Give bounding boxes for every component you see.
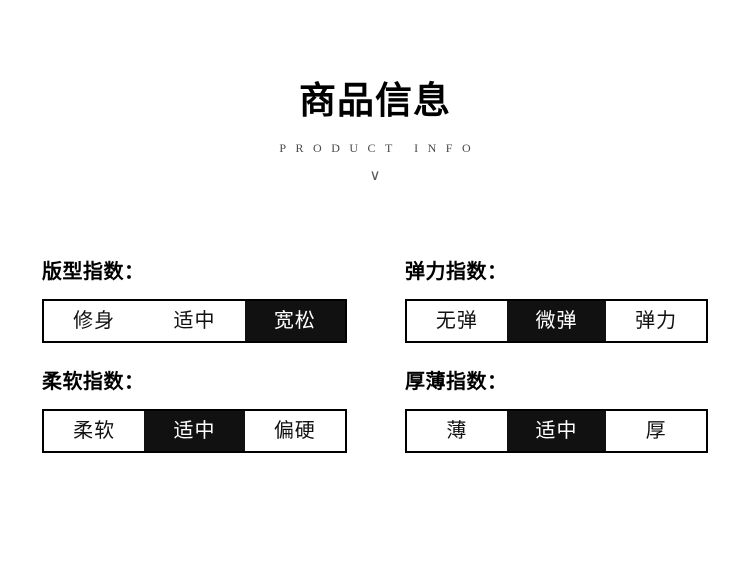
- spec-option-thickness-1[interactable]: 适中: [506, 411, 607, 451]
- spec-label-softness: 柔软指数：: [42, 371, 145, 393]
- spec-option-softness-0[interactable]: 柔软: [44, 411, 145, 451]
- spec-option-thickness-0[interactable]: 薄: [407, 411, 507, 451]
- spec-option-fit-0[interactable]: 修身: [44, 301, 145, 341]
- page-header: 商品信息 PRODUCT INFO ∨: [0, 78, 750, 184]
- spec-block-softness: 柔软指数： 柔软 适中 偏硬: [42, 368, 347, 453]
- chevron-down-icon: ∨: [369, 167, 381, 184]
- spec-scale-elasticity: 无弹 微弹 弹力: [405, 299, 708, 343]
- spec-option-elasticity-0[interactable]: 无弹: [407, 301, 507, 341]
- spec-row: 柔软指数： 柔软 适中 偏硬 厚薄指数： 薄 适中 厚: [42, 368, 708, 453]
- spec-option-thickness-2[interactable]: 厚: [606, 411, 707, 451]
- spec-label-thickness: 厚薄指数：: [405, 371, 508, 393]
- spec-scale-fit: 修身 适中 宽松: [42, 299, 347, 343]
- spec-option-softness-2[interactable]: 偏硬: [244, 411, 345, 451]
- spec-row: 版型指数： 修身 适中 宽松 弹力指数： 无弹 微弹 弹力: [42, 258, 708, 343]
- spec-scale-thickness: 薄 适中 厚: [405, 409, 708, 453]
- spec-option-softness-1[interactable]: 适中: [144, 411, 245, 451]
- spec-block-elasticity: 弹力指数： 无弹 微弹 弹力: [405, 258, 708, 343]
- spec-block-fit: 版型指数： 修身 适中 宽松: [42, 258, 347, 343]
- spec-label-fit: 版型指数：: [42, 261, 145, 283]
- spec-option-elasticity-2[interactable]: 弹力: [606, 301, 707, 341]
- spec-option-fit-1[interactable]: 适中: [144, 301, 245, 341]
- spec-option-fit-2[interactable]: 宽松: [244, 301, 345, 341]
- spec-block-thickness: 厚薄指数： 薄 适中 厚: [405, 368, 708, 453]
- spec-grid: 版型指数： 修身 适中 宽松 弹力指数： 无弹 微弹 弹力 柔软指数： 柔软 适…: [42, 258, 708, 453]
- spec-option-elasticity-1[interactable]: 微弹: [506, 301, 607, 341]
- spec-scale-softness: 柔软 适中 偏硬: [42, 409, 347, 453]
- spec-label-elasticity: 弹力指数：: [405, 261, 508, 283]
- page-subtitle: PRODUCT INFO: [279, 141, 481, 155]
- page-title: 商品信息: [299, 80, 451, 121]
